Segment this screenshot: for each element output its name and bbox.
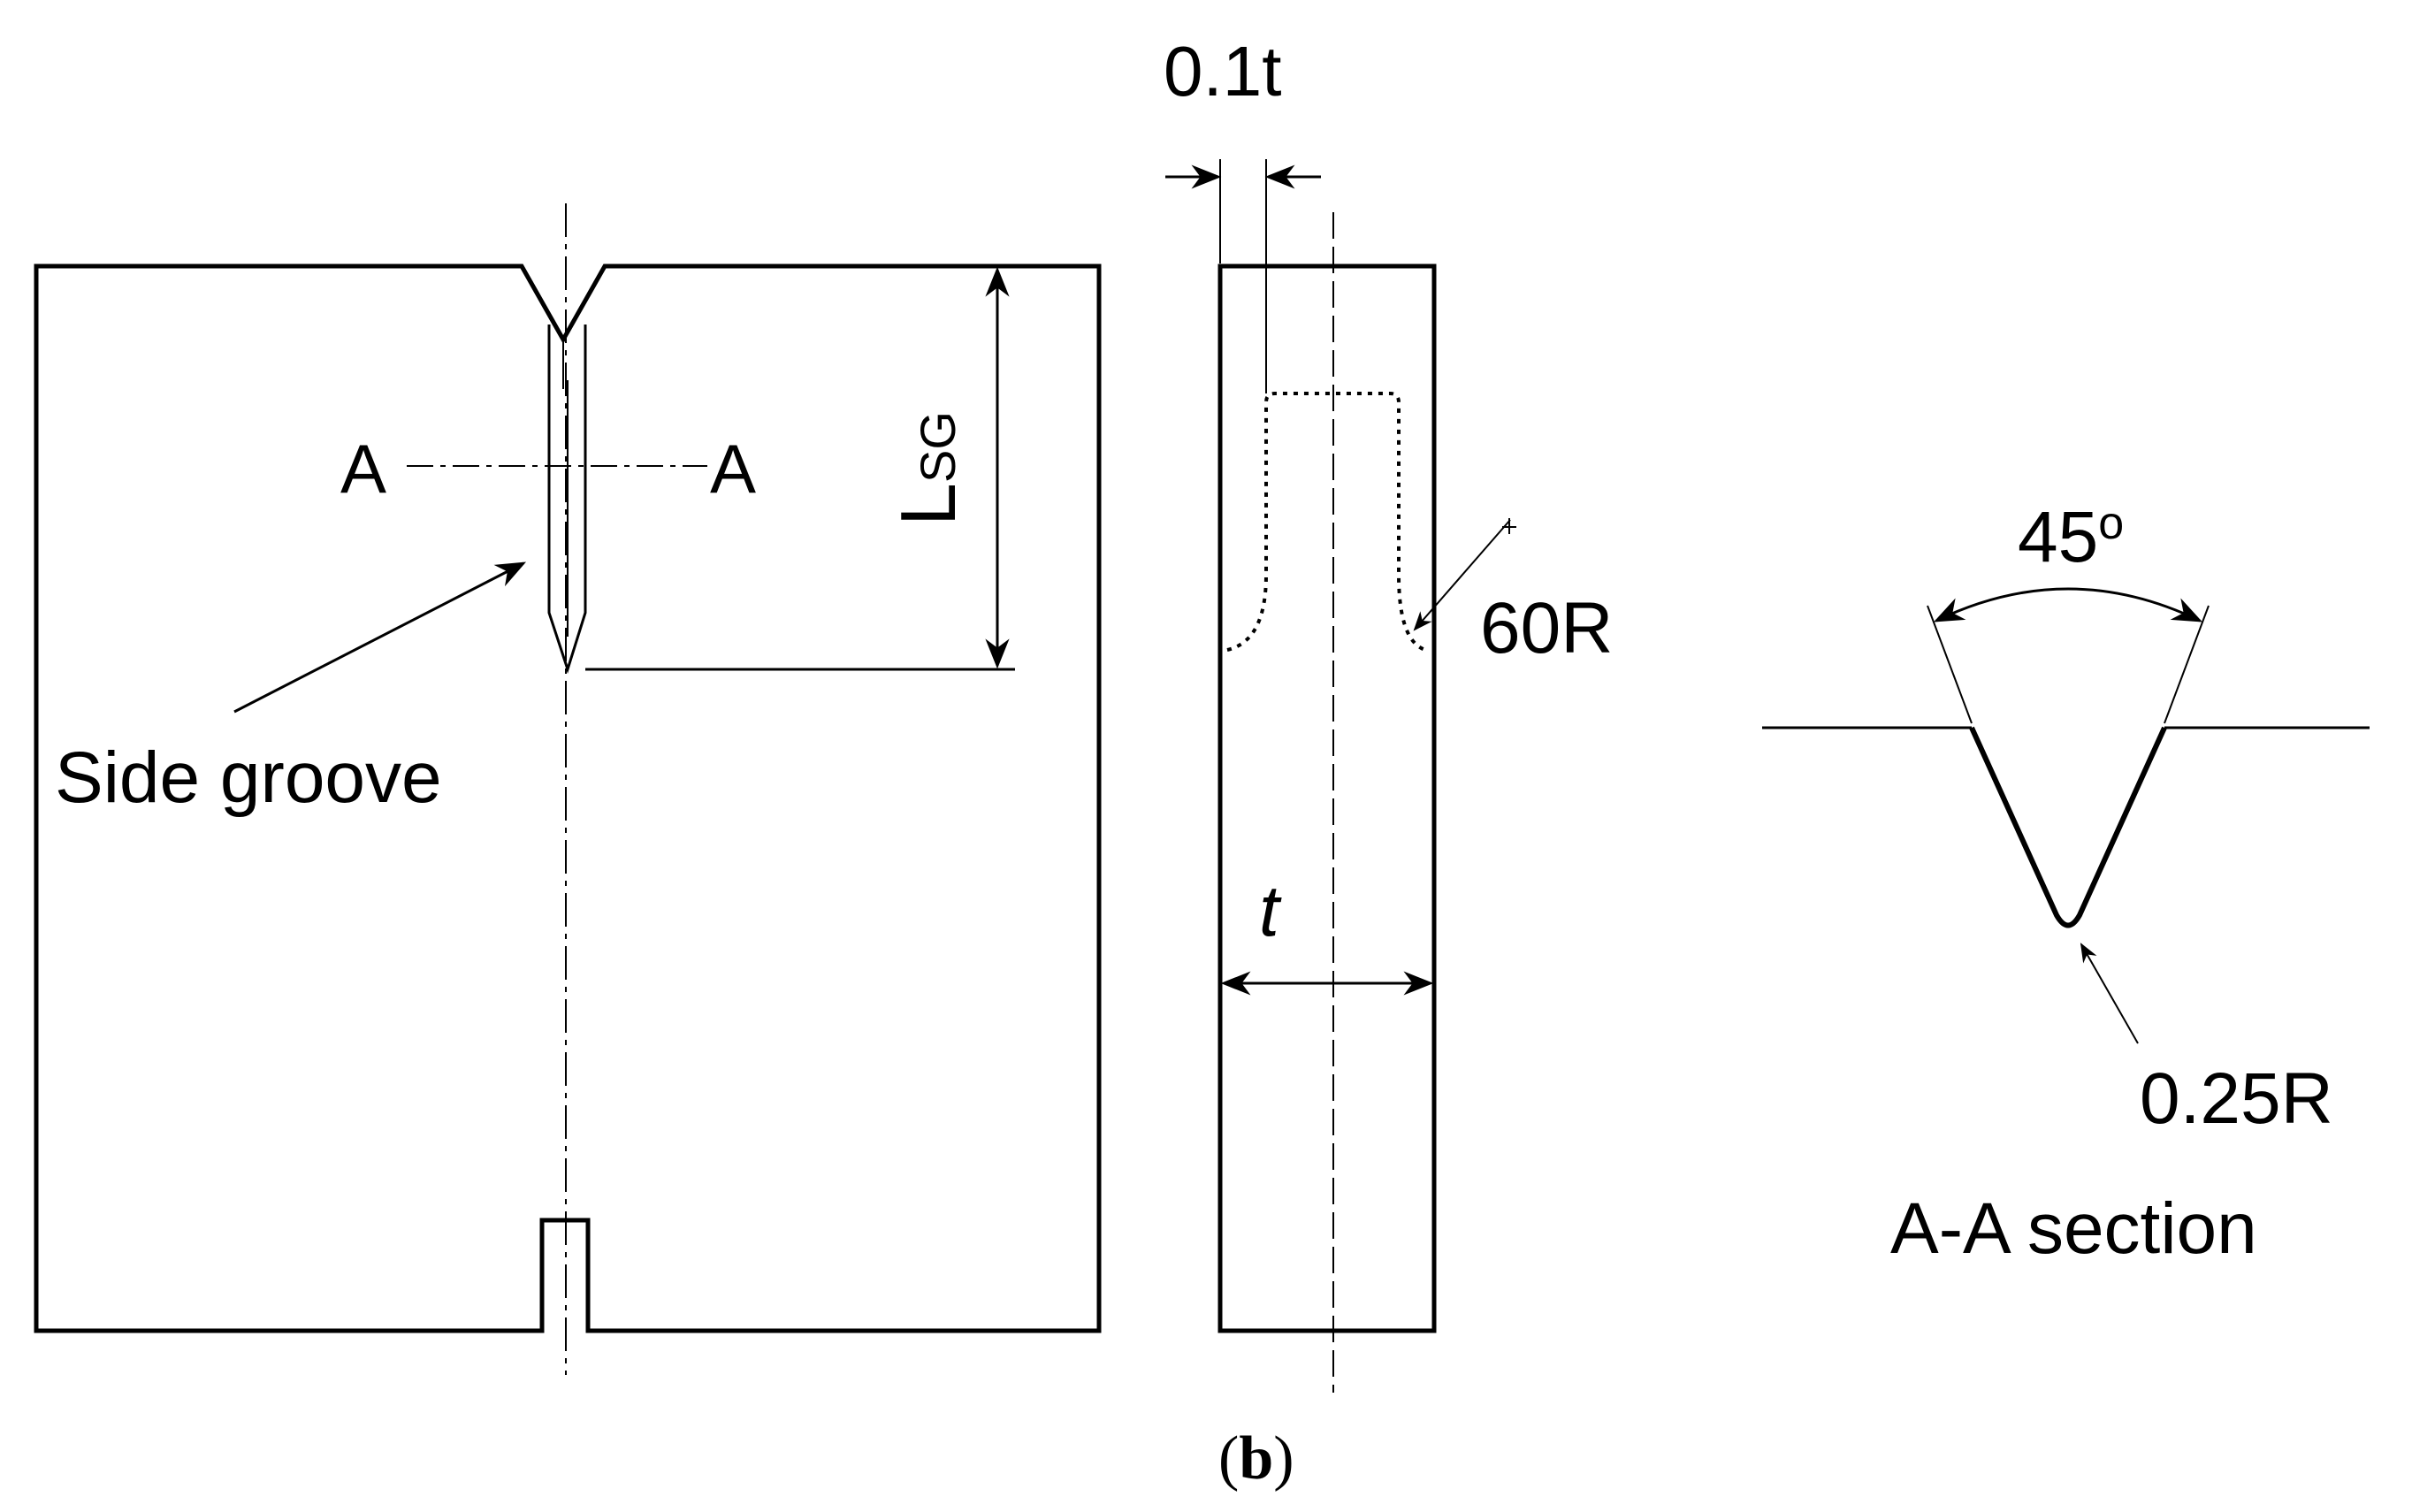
section-a-a-view xyxy=(1762,587,2370,1044)
caption-letter: b xyxy=(1239,1424,1273,1493)
specimen-outline xyxy=(34,263,1102,1333)
radius-60-leader xyxy=(1413,519,1511,631)
side-groove-leader xyxy=(233,561,527,714)
angle-unit: o xyxy=(2098,498,2124,549)
svg-text:LSG: LSG xyxy=(884,411,972,526)
angle-label: 45o xyxy=(2018,497,2124,577)
lsg-label-main: L xyxy=(884,483,972,526)
side-view-outline xyxy=(1217,263,1437,1333)
lsg-label-sub: SG xyxy=(910,411,966,483)
specimen-side-view xyxy=(1165,159,1516,1393)
tip-radius-label: 0.25R xyxy=(2140,1058,2333,1139)
section-title: A-A section xyxy=(1890,1188,2257,1269)
caption-close: ) xyxy=(1273,1424,1294,1493)
specimen-front-view xyxy=(34,203,1102,1375)
side-groove-label: Side groove xyxy=(55,737,442,818)
section-label-a-right: A xyxy=(710,430,756,508)
tip-radius-leader xyxy=(2080,943,2139,1044)
figure-caption: (b) xyxy=(1218,1424,1294,1493)
angle-value: 45 xyxy=(2018,497,2098,577)
thickness-label: t xyxy=(1259,871,1282,951)
groove-profile-dotted xyxy=(1226,392,1426,652)
angle-ext-left xyxy=(1927,605,1973,724)
thickness-fraction-label: 0.1t xyxy=(1164,32,1281,111)
v-notch-profile xyxy=(1969,726,2167,928)
caption-open: ( xyxy=(1218,1424,1239,1493)
angle-ext-right xyxy=(2164,605,2210,724)
lsg-label: LSG xyxy=(884,411,972,526)
side-groove-slot xyxy=(547,325,587,674)
section-label-a-left: A xyxy=(340,430,386,508)
radius-60-label: 60R xyxy=(1480,588,1613,668)
angle-arc xyxy=(1933,587,2203,622)
